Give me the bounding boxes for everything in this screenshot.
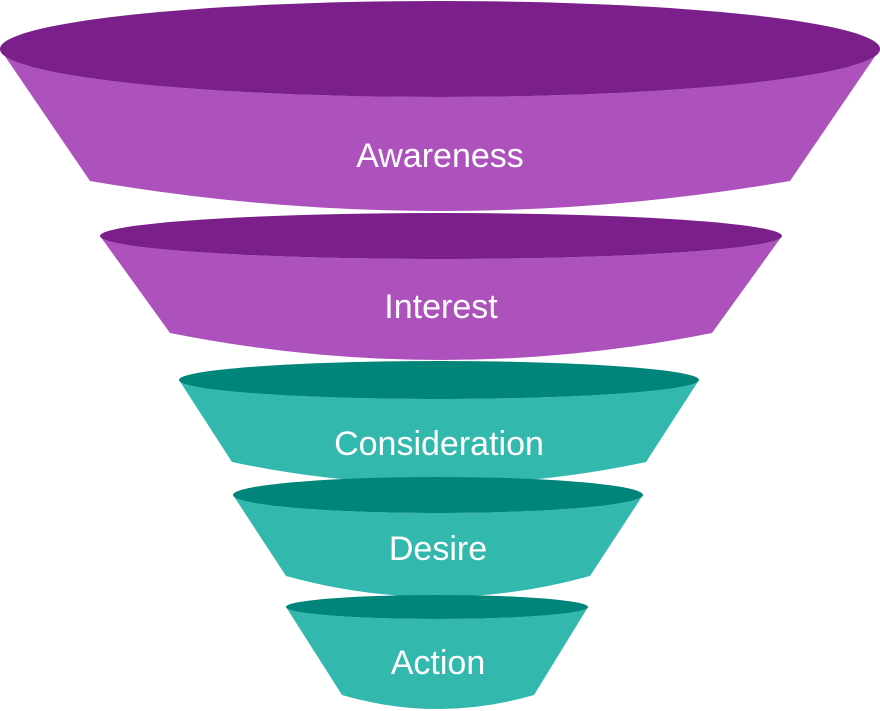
stage-body-consideration [179, 380, 699, 484]
stage-rim-awareness [0, 1, 880, 97]
stage-body-interest [100, 236, 782, 360]
stage-label-desire: Desire [389, 530, 487, 568]
stage-rim-interest [100, 213, 782, 259]
stage-rim-consideration [179, 361, 699, 399]
stage-rim-action [286, 595, 588, 619]
stage-body-awareness [0, 49, 880, 211]
stage-body-action [286, 607, 588, 709]
funnel-stage-desire: Desire [233, 477, 643, 597]
stage-rim-desire [233, 477, 643, 513]
stage-label-interest: Interest [384, 288, 498, 326]
stage-body-desire [233, 495, 643, 597]
funnel-stage-awareness: Awareness [0, 1, 880, 211]
funnel-stage-consideration: Consideration [179, 361, 699, 484]
stage-label-awareness: Awareness [356, 137, 524, 175]
stage-label-consideration: Consideration [334, 425, 544, 463]
stage-label-action: Action [391, 644, 486, 682]
funnel-stage-action: Action [286, 595, 588, 709]
funnel-stage-interest: Interest [100, 213, 782, 360]
